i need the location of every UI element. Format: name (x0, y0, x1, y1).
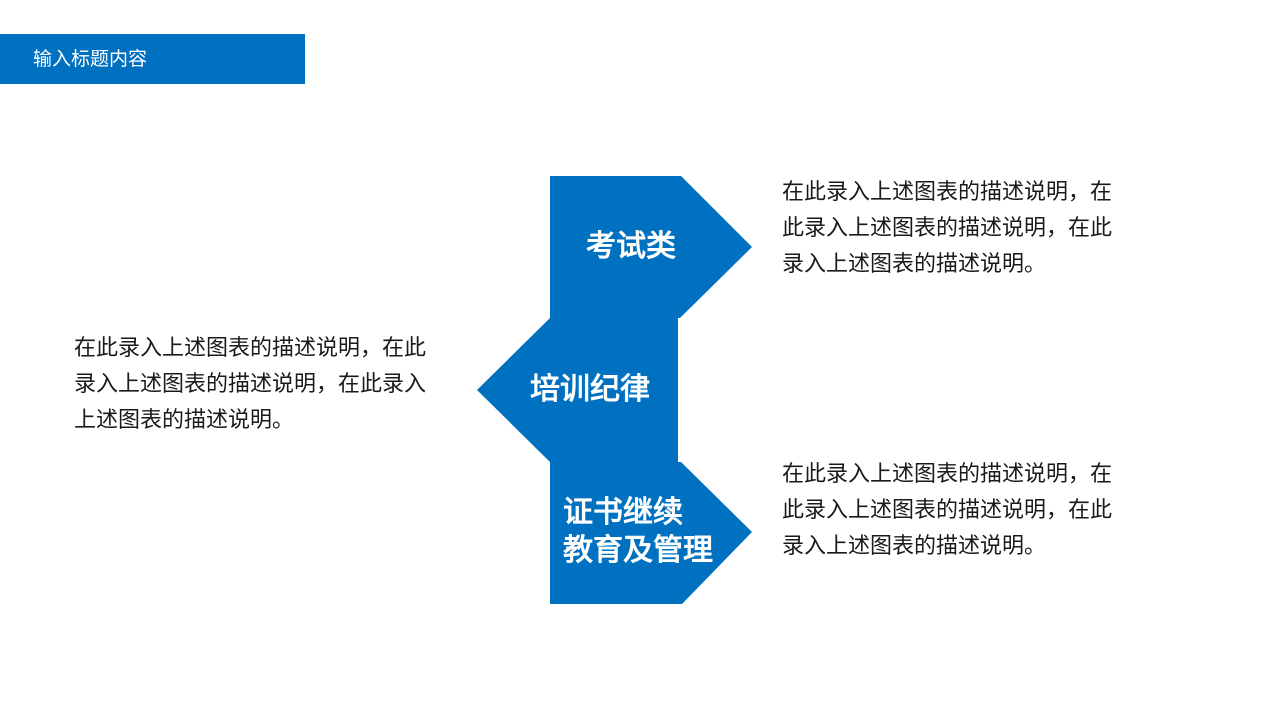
description-line: 在此录入上述图表的描述说明，在此 (74, 336, 427, 361)
description-line: 此录入上述图表的描述说明，在此 (782, 498, 1113, 523)
step-shape-exam (550, 176, 752, 318)
description-line: 录入上述图表的描述说明。 (782, 252, 1047, 277)
page-title: 输入标题内容 (33, 48, 148, 70)
step-label-line: 培训纪律 (530, 372, 650, 407)
description-line: 上述图表的描述说明。 (74, 408, 295, 433)
step-label-line: 教育及管理 (563, 533, 713, 568)
description-line: 此录入上述图表的描述说明，在此 (782, 216, 1113, 241)
step-label-exam: 考试类 (586, 228, 676, 266)
description-line: 在此录入上述图表的描述说明，在 (782, 180, 1113, 205)
step-label-line: 证书继续 (563, 495, 683, 530)
step-shape-training (477, 318, 678, 462)
description-line: 在此录入上述图表的描述说明，在 (782, 462, 1113, 487)
description-middle-left: 在此录入上述图表的描述说明，在此 录入上述图表的描述说明，在此录入 上述图表的描… (74, 331, 426, 439)
description-top-right: 在此录入上述图表的描述说明，在 此录入上述图表的描述说明，在此 录入上述图表的描… (782, 175, 1112, 283)
step-label-training: 培训纪律 (530, 371, 650, 409)
step-shape-certificate (550, 462, 752, 604)
title-bar: 输入标题内容 (0, 34, 305, 84)
description-line: 录入上述图表的描述说明，在此录入 (74, 372, 427, 397)
step-label-line: 考试类 (586, 229, 676, 264)
step-label-certificate: 证书继续 教育及管理 (563, 494, 713, 570)
description-line: 录入上述图表的描述说明。 (782, 534, 1047, 559)
description-bottom-right: 在此录入上述图表的描述说明，在 此录入上述图表的描述说明，在此 录入上述图表的描… (782, 457, 1112, 565)
